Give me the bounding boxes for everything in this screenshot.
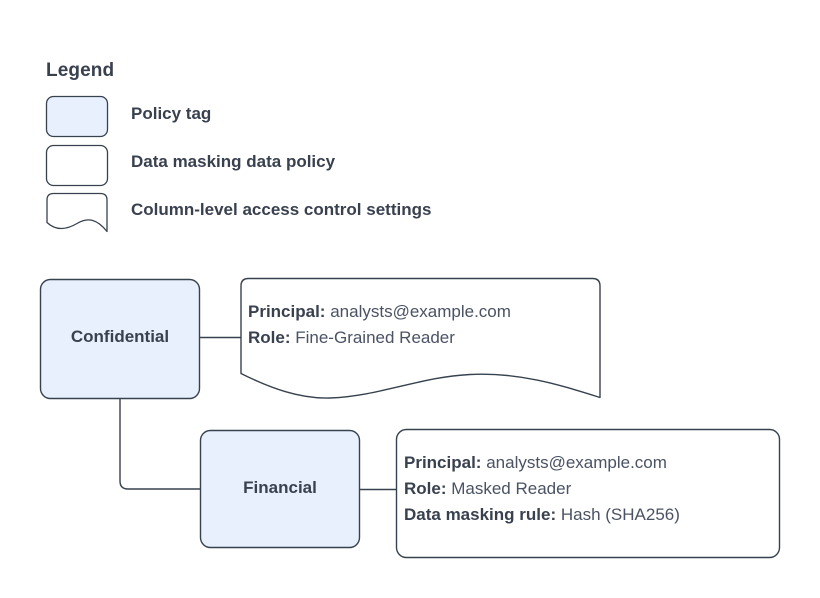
node-label-financial: Financial bbox=[243, 478, 317, 497]
callout-text-confidential: Principal: analysts@example.com Role: Fi… bbox=[248, 299, 511, 351]
callout-value: Masked Reader bbox=[451, 479, 572, 498]
callout-key: Principal: bbox=[404, 453, 482, 472]
callout-row: Principal: analysts@example.com bbox=[404, 450, 680, 476]
callout-value: analysts@example.com bbox=[486, 453, 667, 472]
callout-key: Role: bbox=[248, 328, 291, 347]
access-settings-swatch bbox=[46, 192, 108, 233]
legend-item-label-data-masking-data-policy: Data masking data policy bbox=[131, 152, 336, 171]
node-label-confidential: Confidential bbox=[70, 327, 170, 346]
callout-key: Role: bbox=[404, 479, 447, 498]
callout-key: Principal: bbox=[248, 302, 326, 321]
legend-item-label-policy-tag: Policy tag bbox=[131, 104, 212, 123]
edge-confidential-to-financial bbox=[119, 399, 200, 490]
callout-row: Data masking rule: Hash (SHA256) bbox=[404, 502, 680, 528]
node-financial[interactable] bbox=[199, 429, 361, 549]
callout-key: Data masking rule: bbox=[404, 505, 557, 524]
callout-value: analysts@example.com bbox=[330, 302, 511, 321]
legend-item-label-column-level-access-control-settings: Column-level access control settings bbox=[131, 200, 432, 219]
policy-tag-swatch bbox=[45, 95, 109, 138]
data-policy-swatch bbox=[45, 144, 109, 187]
callout-row: Role: Masked Reader bbox=[404, 476, 680, 502]
node-confidential[interactable] bbox=[39, 278, 201, 400]
callout-value: Hash (SHA256) bbox=[560, 505, 680, 524]
callout-confidential-access-settings[interactable] bbox=[240, 277, 601, 399]
callout-row: Principal: analysts@example.com bbox=[248, 299, 511, 325]
callout-value: Fine-Grained Reader bbox=[295, 328, 455, 347]
callout-text-financial: Principal: analysts@example.com Role: Ma… bbox=[404, 450, 680, 528]
legend-title: Legend bbox=[46, 60, 115, 81]
callout-row: Role: Fine-Grained Reader bbox=[248, 325, 511, 351]
callout-financial-data-policy[interactable] bbox=[395, 428, 781, 559]
